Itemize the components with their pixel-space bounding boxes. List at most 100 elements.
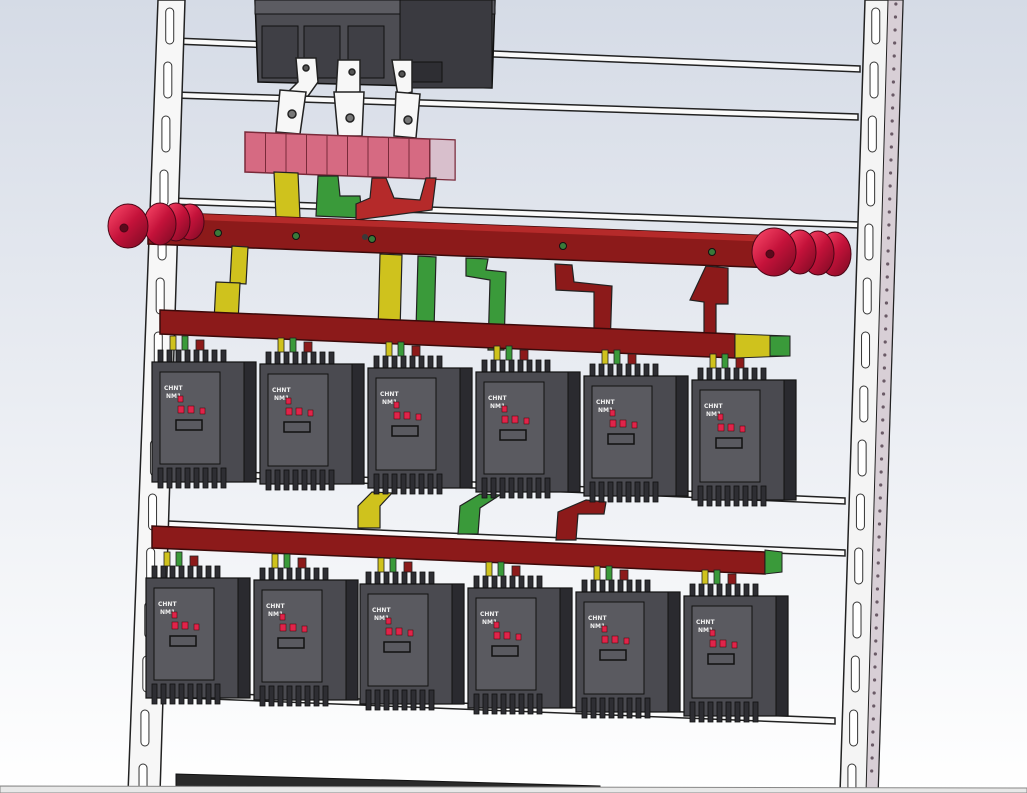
breaker-type-label: NM1 [490,403,505,410]
perforation-hole [873,665,877,669]
indicator-led [601,635,609,644]
upright-slot [850,655,860,693]
bottom-terminal-block [481,477,551,499]
operating-handle[interactable] [715,437,743,449]
perforation-hole [871,730,875,734]
perforation-hole [886,236,891,240]
breaker-front-face [367,593,429,687]
breaker-type-label: NM1 [274,395,289,402]
indicator-led [395,627,403,636]
indicator-led [501,415,509,424]
perforation-hole [882,379,886,383]
indicator-led [727,423,735,432]
breaker-front-face [153,587,215,681]
upright-slot [869,61,879,99]
operating-handle[interactable] [175,419,203,431]
perforation-hole [884,327,888,331]
indicator-led [609,419,617,428]
breaker-front-face [583,601,645,695]
main-incoming-breaker[interactable] [254,0,496,89]
perforation-hole [891,80,896,84]
upright-slot [159,169,169,207]
upright-slot [849,709,859,747]
indicator-led [623,637,630,645]
indicator-led [171,611,178,619]
bottom-terminal-block [259,685,329,707]
upright-slot [859,385,869,423]
perforation-hole [876,561,880,565]
indicator-led [295,407,303,416]
upright-slot [864,223,874,261]
operating-handle[interactable] [599,649,627,661]
perforation-hole [875,587,880,591]
indicator-led [181,621,189,630]
perforation-hole [878,509,882,513]
breaker-type-label: NM1 [268,611,283,618]
perforation-hole [884,301,889,305]
upright-slot [161,115,171,153]
perforation-hole [881,392,886,396]
indicator-led [279,613,286,621]
perforation-hole [885,275,889,279]
indicator-led [601,625,608,633]
perforation-hole [872,678,877,682]
indicator-led [493,631,501,640]
upright-slot [855,493,865,531]
breaker-brand-label: CHNT [588,615,607,622]
operating-handle[interactable] [383,641,411,653]
indicator-led [415,413,422,421]
indicator-led [307,409,314,417]
operating-handle[interactable] [707,653,735,665]
breaker-front-face [699,389,761,483]
operating-handle[interactable] [607,433,635,445]
upright-slot [140,709,150,747]
top-terminal-block [689,569,759,603]
terminal-shield-cover [244,131,456,181]
operating-handle[interactable] [169,635,197,647]
breaker-front-face [591,385,653,479]
bottom-terminal-block [157,467,227,489]
perforation-hole [880,431,884,435]
perforation-hole [879,483,883,487]
operating-handle[interactable] [391,425,419,437]
operating-handle[interactable] [277,637,305,649]
bottom-terminal-block [697,485,767,507]
right-upright-perforation [870,2,898,773]
indicator-led [731,641,738,649]
breaker-front-face [267,373,329,467]
perforation-hole [883,353,887,357]
upright-slot [847,763,857,793]
breaker-type-label: NM1 [160,609,175,616]
upright-slot [867,115,877,153]
indicator-led [709,629,716,637]
perforation-hole [887,223,891,227]
perforation-hole [877,522,882,526]
upright-slot [852,601,862,639]
breaker-brand-label: CHNT [272,387,291,394]
perforation-hole [879,470,883,474]
operating-handle[interactable] [499,429,527,441]
operating-handle[interactable] [283,421,311,433]
perforation-hole [891,93,895,97]
breaker-type-label: NM1 [698,627,713,634]
perforation-hole [892,54,896,58]
operating-handle[interactable] [491,645,519,657]
indicator-led [407,629,414,637]
indicator-led [493,621,500,629]
breaker-type-label: NM1 [382,399,397,406]
indicator-led [289,623,297,632]
